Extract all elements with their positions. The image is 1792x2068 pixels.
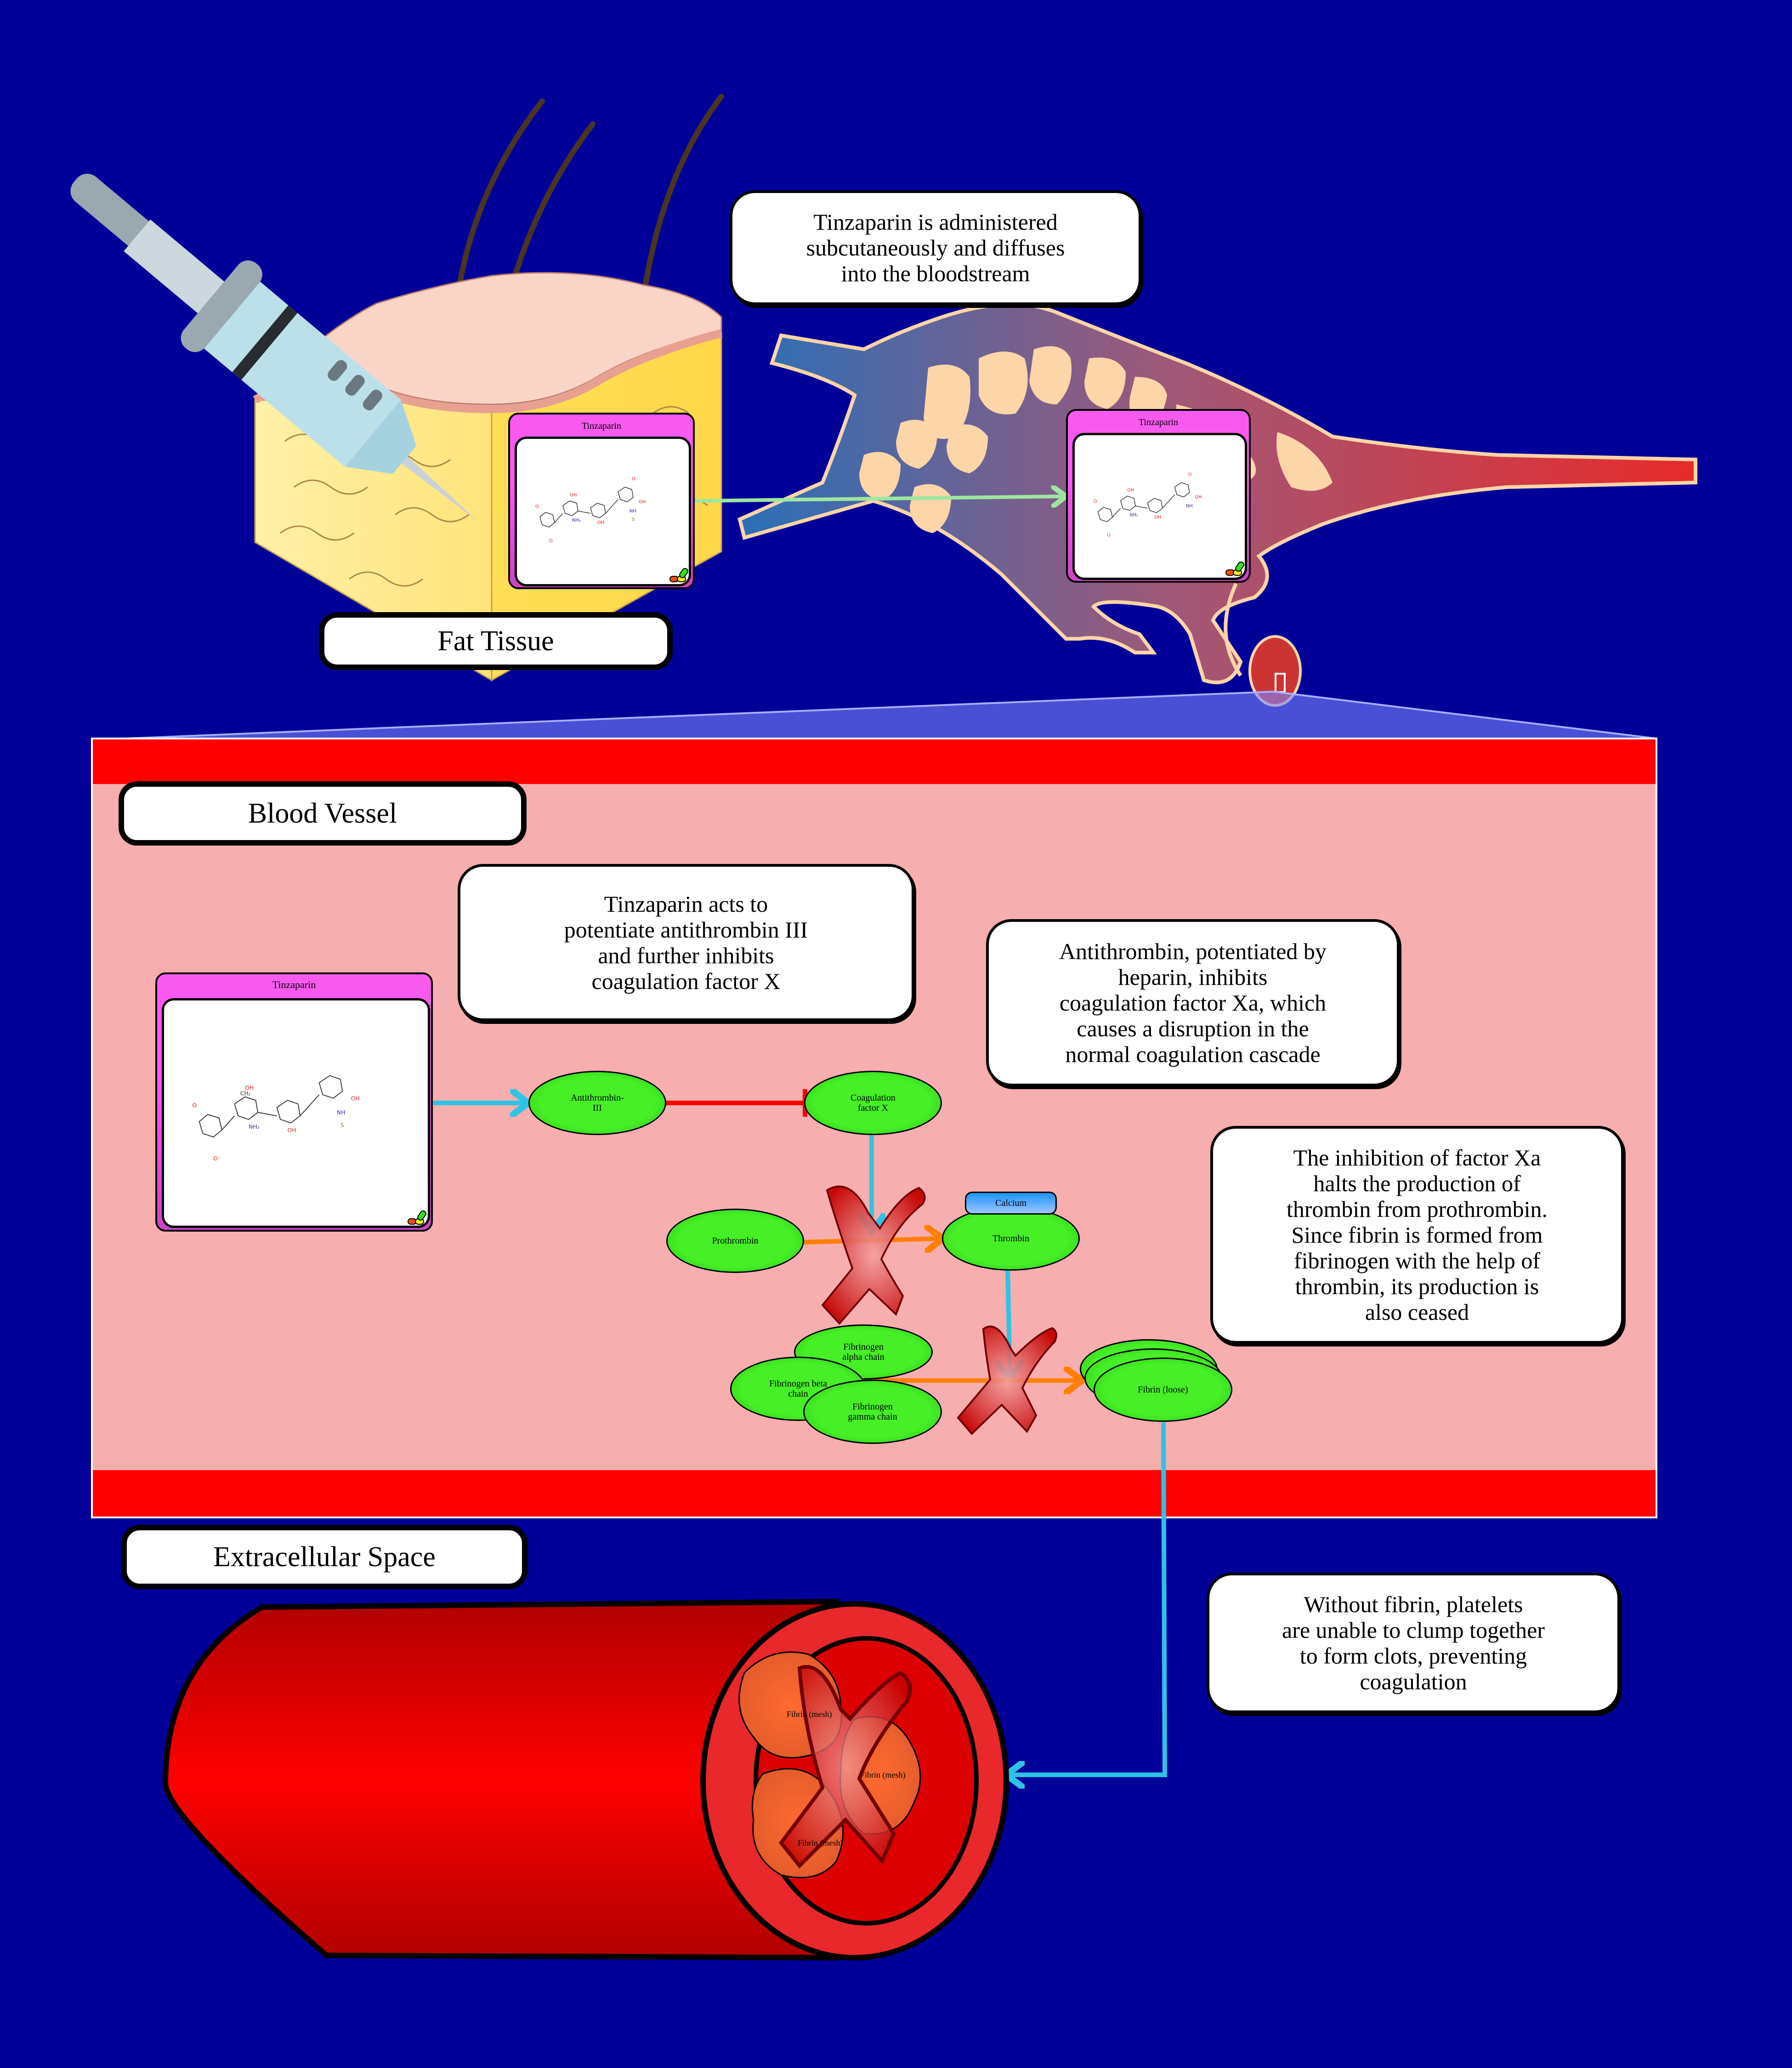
callout-antithrombin: Antithrombin, potentiated by heparin, in… [986,919,1400,1086]
extracellular-space-label: Extracellular Space [121,1525,527,1589]
molecule-structure-icon: O OH OH OH O⁻ CH₂ NH₂ NH S [192,1075,360,1162]
svg-text:O: O [1107,533,1111,538]
node-prothrombin[interactable]: Prothrombin [666,1209,804,1273]
molecule-structure-panel: O OH OH O OH O NH₂ NH [1072,433,1247,580]
svg-text:O: O [632,477,635,482]
drug-card-capillary[interactable]: Tinzaparin O OH OH O OH O NH₂ NH [1066,409,1251,583]
drug-card-title: Tinzaparin [1139,417,1178,427]
molecule-structure-panel: O OH OH OH O⁻ CH₂ NH₂ NH S [162,998,430,1228]
node-fibrinogen-gamma[interactable]: Fibrinogen gamma chain [803,1380,942,1444]
syringe-icon [70,174,479,522]
callout-platelets: Without fibrin, platelets are unable to … [1207,1573,1620,1713]
callout-inhibition: The inhibition of factor Xa halts the pr… [1210,1126,1624,1344]
svg-text:NH: NH [1186,504,1193,509]
node-fibrinogen-beta[interactable]: Fibrinogen beta chain [730,1357,866,1421]
svg-text:OH: OH [288,1127,296,1133]
svg-text:NH: NH [629,509,636,514]
svg-text:O: O [1094,499,1097,504]
drug-pill-icon [407,1210,426,1225]
svg-text:OH: OH [351,1095,360,1102]
node-thrombin[interactable]: Thrombin [942,1206,1080,1271]
node-fibrinogen-alpha[interactable]: Fibrinogen alpha chain [794,1324,933,1380]
svg-text:NH: NH [337,1109,345,1116]
block-cross-clot [778,1665,912,1869]
edge-fibrin-to-clot [1006,1422,1168,1775]
fibrin-mesh-label-2: Fibrin (mesh) [860,1770,906,1779]
drug-pill-icon [1225,561,1244,576]
block-cross-fibrin [957,1325,1057,1435]
svg-text:OH: OH [1127,488,1134,493]
svg-text:O: O [192,1102,197,1109]
svg-text:OH: OH [639,500,646,505]
svg-text:S: S [632,517,635,522]
svg-text:NH₂: NH₂ [1129,513,1138,518]
diffusion-arrow [693,496,1066,501]
molecule-structure-icon: O OH OH O OH O NH₂ NH S [535,477,646,544]
svg-text:O⁻: O⁻ [213,1155,221,1162]
blood-vessel-label: Blood Vessel [119,781,527,846]
drug-card-title: Tinzaparin [272,979,316,990]
drug-card-fat-tissue[interactable]: Tinzaparin O OH OH O OH O NH₂ NH S [508,413,695,589]
svg-text:CH₂: CH₂ [240,1091,251,1097]
molecule-structure-icon: O OH OH O OH O NH₂ NH [1094,472,1202,538]
svg-text:OH: OH [597,520,604,525]
svg-text:S: S [340,1122,344,1129]
drug-card-title: Tinzaparin [582,421,621,431]
node-fibrin-loose[interactable]: Fibrin (loose) [1094,1358,1232,1422]
node-calcium[interactable]: Calcium [965,1192,1057,1215]
svg-text:O: O [1188,472,1192,477]
svg-text:O: O [549,539,553,544]
svg-text:O: O [535,504,539,509]
callout-mechanism: Tinzaparin acts to potentiate antithromb… [458,864,914,1021]
drug-card-vessel[interactable]: Tinzaparin O OH OH OH O⁻ CH₂ NH₂ NH S [155,972,433,1232]
node-coagulation-factor-x[interactable]: Coagulation factor X [804,1071,942,1135]
svg-text:OH: OH [570,493,577,498]
svg-text:OH: OH [1195,494,1202,500]
callout-administration: Tinzaparin is administered subcutaneousl… [730,190,1141,305]
svg-text:OH: OH [1154,515,1161,520]
svg-text:OH: OH [245,1085,254,1091]
svg-text:NH₂: NH₂ [249,1124,259,1130]
zoom-projection [91,690,1657,741]
fibrin-mesh-label-3: Fibrin (mesh) [798,1838,843,1847]
fat-tissue-label: Fat Tissue [319,612,673,670]
fibrin-mesh-label-1: Fibrin (mesh) [787,1710,832,1719]
drug-pill-icon [669,567,688,583]
molecule-structure-panel: O OH OH O OH O NH₂ NH S [515,437,691,586]
node-antithrombin-iii[interactable]: Antithrombin- III [528,1071,666,1135]
svg-text:NH₂: NH₂ [572,518,581,523]
vessel-tube [162,1598,1009,1961]
block-cross-thrombin [821,1185,926,1325]
